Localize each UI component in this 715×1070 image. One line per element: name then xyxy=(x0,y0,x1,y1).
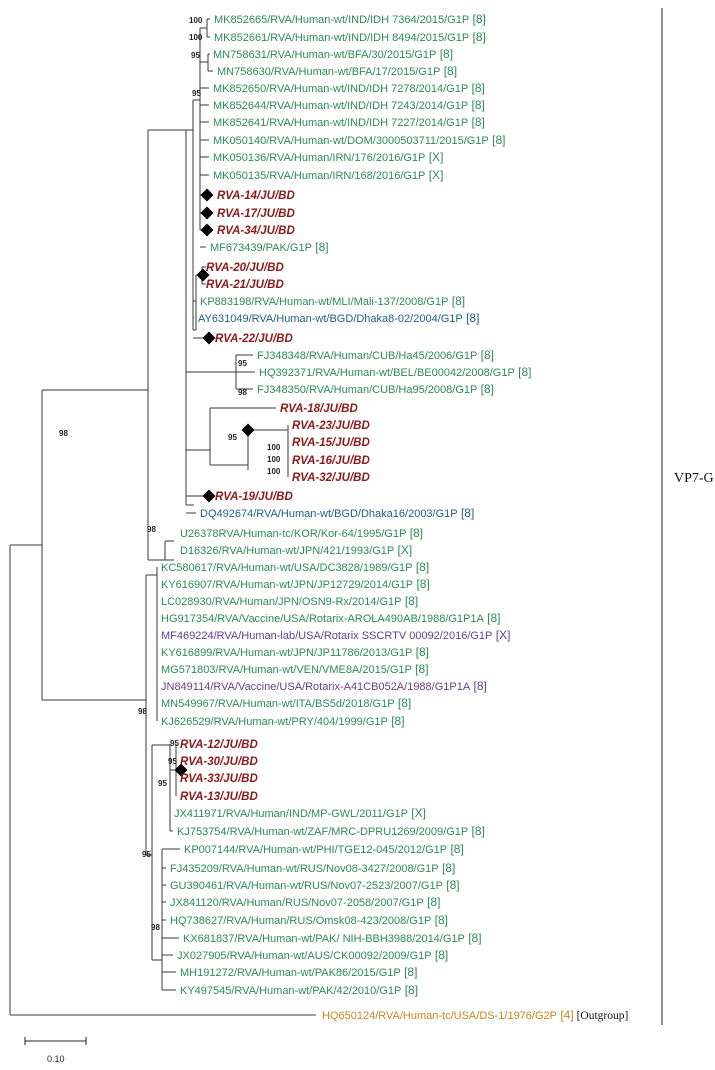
tip-label: KC580617/RVA/Human-wt/USA/DC3828/1989/G1… xyxy=(161,560,429,574)
tip-label: JX411971/RVA/Human/IND/MP-GWL/2011/G1P [… xyxy=(174,806,426,820)
diamond-marker-icon xyxy=(202,331,216,345)
tip-label: RVA-12/JU/BD xyxy=(180,739,258,751)
scale-bar-label: 0.10 xyxy=(47,1054,65,1064)
tip-label: KY497545/RVA/Human-wt/PAK/42/2010/G1P [8… xyxy=(180,983,418,997)
tip-label: RVA-32/JU/BD xyxy=(292,472,370,484)
scale-bar: 0.10 xyxy=(24,1037,87,1064)
tip-label: MN758630/RVA/Human-wt/BFA/17/2015/G1P [8… xyxy=(217,64,457,78)
tree-branches xyxy=(9,18,316,1016)
bootstrap-value: 100 xyxy=(267,455,281,464)
tip-label: MH191272/RVA/Human-wt/PAK86/2015/G1P [8] xyxy=(180,965,417,979)
bootstrap-value: 95 xyxy=(158,779,167,788)
diamond-marker-icon xyxy=(200,188,214,202)
bootstrap-value: 95 xyxy=(238,359,247,368)
bootstrap-value: 100 xyxy=(267,443,281,452)
tip-label: MK852661/RVA/Human-wt/IND/IDH 8494/2015/… xyxy=(214,30,486,44)
tip-label: RVA-21/JU/BD xyxy=(206,279,284,291)
tip-label: HQ738627/RVA/Human/RUS/Omsk08-423/2008/G… xyxy=(170,913,448,927)
tip-label: MK050135/RVA/Human/IRN/168/2016/G1P [X] xyxy=(213,168,443,182)
bootstrap-value: 98 xyxy=(59,429,68,438)
tip-label: MK050140/RVA/Human-wt/DOM/3000503711/201… xyxy=(213,133,505,147)
bd-sample-markers xyxy=(174,188,255,777)
bootstrap-value: 100 xyxy=(189,33,203,42)
tip-label: RVA-22/JU/BD xyxy=(215,333,293,345)
bootstrap-value: 100 xyxy=(267,467,281,476)
tip-label: DQ492674/RVA/Human-wt/BGD/Dhaka16/2003/G… xyxy=(200,506,474,520)
bootstrap-value: 95 xyxy=(191,51,200,60)
bootstrap-value: 98 xyxy=(147,525,156,534)
tip-label: FJ435209/RVA/Human-wt/RUS/Nov08-3427/200… xyxy=(170,861,455,875)
tip-label: LC028930/RVA/Human/JPN/OSN9-Rx/2014/G1P … xyxy=(161,594,418,608)
bootstrap-value: 100 xyxy=(189,16,203,25)
tip-label: RVA-19/JU/BD xyxy=(215,491,293,503)
tip-label: RVA-33/JU/BD xyxy=(180,773,258,785)
tip-label: RVA-30/JU/BD xyxy=(180,756,258,768)
tip-label: JX027905/RVA/Human-wt/AUS/CK00092/2009/G… xyxy=(177,948,448,962)
tip-label: MK852644/RVA/Human-wt/IND/IDH 7243/2014/… xyxy=(213,98,485,112)
bootstrap-value: 95 xyxy=(192,89,201,98)
tip-label: RVA-15/JU/BD xyxy=(292,437,370,449)
tip-label: FJ348348/RVA/Human/CUB/Ha45/2006/G1P [8] xyxy=(257,348,494,362)
tip-label: U26378RVA/Human-tc/KOR/Kor-64/1995/G1P [… xyxy=(180,526,423,540)
bootstrap-value: 95 xyxy=(168,757,177,766)
tip-label: RVA-20/JU/BD xyxy=(206,262,284,274)
bootstrap-value: 98 xyxy=(238,388,247,397)
diamond-marker-icon xyxy=(241,423,255,437)
tip-label: HG917354/RVA/Vaccine/USA/Rotarix-AROLA49… xyxy=(161,611,501,625)
bootstrap-value: 98 xyxy=(151,923,160,932)
tip-label: RVA-17/JU/BD xyxy=(217,208,295,220)
tip-label: GU390461/RVA/Human-wt/RUS/Nov07-2523/200… xyxy=(170,878,460,892)
bootstrap-values: 100 100 95 95 95 98 98 95 100 100 100 98 95 95 95 98 95 9… xyxy=(59,16,281,932)
tip-label: KJ753754/RVA/Human-wt/ZAF/MRC-DPRU1269/2… xyxy=(177,824,485,838)
tip-label: MF673439/PAK/G1P [8] xyxy=(210,240,329,254)
tip-label: HQ650124/RVA/Human-tc/USA/DS-1/1976/G2P … xyxy=(322,1008,628,1022)
tip-label: FJ348350/RVA/Human/CUB/Ha95/2008/G1P [8] xyxy=(257,382,494,396)
diamond-marker-icon xyxy=(174,763,188,777)
tip-label: RVA-18/JU/BD xyxy=(280,403,358,415)
tip-label: RVA-34/JU/BD xyxy=(217,225,295,237)
tip-label: D16326/RVA/Human-wt/JPN/421/1993/G1P [X] xyxy=(180,543,412,557)
bootstrap-value: 95 xyxy=(142,850,151,859)
tip-label: MF469224/RVA/Human-lab/USA/Rotarix SSCRT… xyxy=(161,628,510,642)
tip-label: KP883198/RVA/Human-wt/MLI/Mali-137/2008/… xyxy=(200,294,465,308)
tip-label: KX681837/RVA/Human-wt/PAK/ NIH-BBH3988/2… xyxy=(183,931,482,945)
tip-label: RVA-16/JU/BD xyxy=(292,455,370,467)
tip-label: RVA-13/JU/BD xyxy=(180,791,258,803)
tip-label: MK050136/RVA/Human/IRN/176/2016/G1P [X] xyxy=(213,150,443,164)
tip-label: RVA-23/JU/BD xyxy=(292,420,370,432)
tip-label: KP007144/RVA/Human-wt/PHI/TGE12-045/2012… xyxy=(184,842,464,856)
bootstrap-value: 98 xyxy=(138,707,147,716)
diamond-marker-icon xyxy=(202,489,216,503)
clade-label: VP7-G1 xyxy=(674,471,715,486)
tip-label: MK852665/RVA/Human-wt/IND/IDH 7364/2015/… xyxy=(214,12,486,26)
tip-label: HQ392371/RVA/Human-wt/BEL/BE00042/2008/G… xyxy=(259,365,532,379)
tip-label: MK852650/RVA/Human-wt/IND/IDH 7278/2014/… xyxy=(213,81,485,95)
bootstrap-value: 95 xyxy=(170,739,179,748)
diamond-marker-icon xyxy=(196,268,210,282)
tip-label: MN758631/RVA/Human-wt/BFA/30/2015/G1P [8… xyxy=(213,47,453,61)
tip-label: MG571803/RVA/Human-wt/VEN/VME8A/2015/G1P… xyxy=(161,662,429,676)
tip-label: RVA-14/JU/BD xyxy=(217,190,295,202)
diamond-marker-icon xyxy=(200,206,214,220)
diamond-marker-icon xyxy=(200,223,214,237)
tip-label: AY631049/RVA/Human-wt/BGD/Dhaka8-02/2004… xyxy=(198,311,479,325)
bootstrap-value: 95 xyxy=(228,433,237,442)
tip-label: KY616899/RVA/Human-wt/JPN/JP11786/2013/G… xyxy=(161,645,429,659)
tip-label: JN849114/RVA/Vaccine/USA/Rotarix-A41CB05… xyxy=(161,679,487,693)
tip-labels: MK852665/RVA/Human-wt/IND/IDH 7364/2015/… xyxy=(161,12,628,1022)
tip-label: MN549967/RVA/Human-wt/ITA/BS5d/2018/G1P … xyxy=(161,696,411,710)
tip-label: MK852641/RVA/Human-wt/IND/IDH 7227/2014/… xyxy=(213,115,485,129)
tip-label: KJ626529/RVA/Human-wt/PRY/404/1999/G1P [… xyxy=(161,714,405,728)
tip-label: KY616907/RVA/Human-wt/JPN/JP12729/2014/G… xyxy=(161,577,430,591)
tip-label: JX841120/RVA/Human/RUS/Nov07-2058/2007/G… xyxy=(170,895,440,909)
